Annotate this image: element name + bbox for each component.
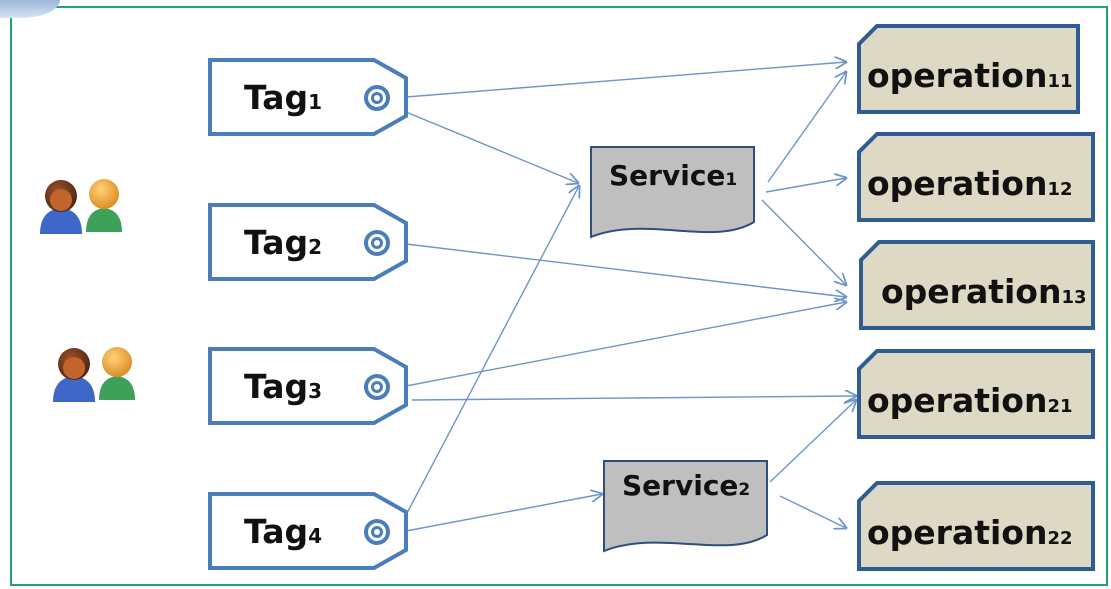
service-node: Service2	[603, 460, 768, 553]
service-shape	[590, 146, 755, 239]
operation-label: operation12	[867, 164, 1073, 203]
operation-node: operation13	[859, 240, 1095, 330]
service-label: Service1	[609, 159, 737, 192]
service-shape	[603, 460, 768, 553]
users-icon	[40, 179, 122, 234]
operation-label: operation22	[867, 513, 1073, 552]
target-icon	[364, 230, 390, 256]
arrow-service1-operation12	[765, 178, 846, 193]
tag-node: Tag1	[208, 58, 408, 136]
tag-label: Tag2	[244, 223, 322, 262]
arrow-tag1-operation11	[405, 62, 846, 98]
user-group-2	[53, 347, 135, 402]
tag-shape	[208, 347, 408, 425]
operation-shape	[857, 24, 1080, 114]
arrow-tag3-operation21	[411, 396, 856, 400]
arrow-tag4-service1	[405, 186, 579, 516]
tag-shape	[208, 58, 408, 136]
connections	[405, 62, 856, 532]
operation-node: operation11	[857, 24, 1080, 114]
arrow-tag2-operation13	[405, 243, 846, 297]
service-label: Service2	[622, 469, 750, 502]
arrow-tag3-operation13	[405, 302, 846, 387]
arrow-tag4-service2	[405, 494, 602, 532]
operation-label: operation21	[867, 381, 1073, 420]
operation-node: operation22	[857, 481, 1095, 571]
arrow-service2-operation21	[769, 400, 856, 483]
tag-node: Tag4	[208, 492, 408, 570]
decorative-corner	[0, 0, 60, 18]
operation-shape	[857, 481, 1095, 571]
arrow-service1-operation11	[767, 72, 846, 183]
operation-shape	[859, 240, 1095, 330]
users-icon	[53, 347, 135, 402]
target-icon	[364, 374, 390, 400]
arrow-service2-operation22	[779, 495, 846, 528]
user-group-1	[40, 179, 122, 234]
tag-node: Tag3	[208, 347, 408, 425]
tag-label: Tag4	[244, 512, 322, 551]
target-icon	[364, 519, 390, 545]
target-icon	[364, 85, 390, 111]
operation-shape	[857, 132, 1095, 222]
operation-label: operation11	[867, 56, 1073, 95]
arrow-tag1-service1	[405, 111, 578, 183]
tag-shape	[208, 492, 408, 570]
operation-label: operation13	[881, 272, 1087, 311]
operation-shape	[857, 349, 1095, 439]
operation-node: operation21	[857, 349, 1095, 439]
tag-node: Tag2	[208, 203, 408, 281]
service-node: Service1	[590, 146, 755, 239]
tag-shape	[208, 203, 408, 281]
tag-label: Tag3	[244, 367, 322, 406]
tag-label: Tag1	[244, 78, 322, 117]
arrow-service1-operation13	[761, 199, 846, 285]
operation-node: operation12	[857, 132, 1095, 222]
